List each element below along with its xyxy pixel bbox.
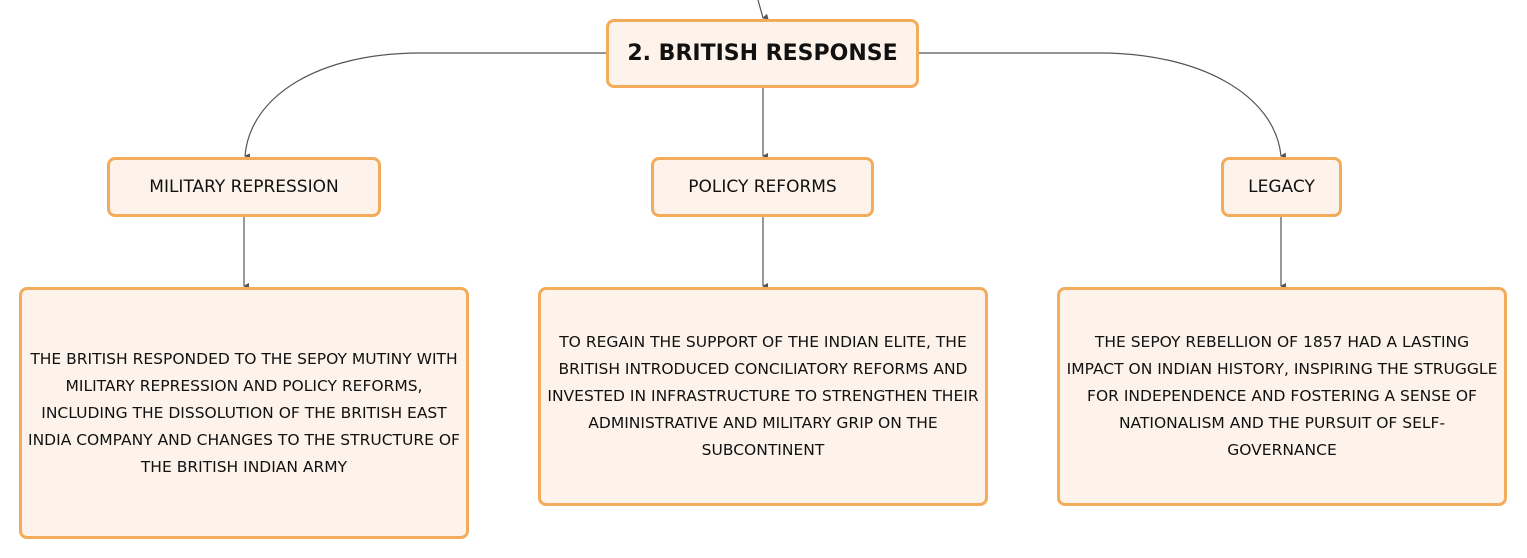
detail-policy-reforms-text: TO REGAIN THE SUPPORT OF THE INDIAN ELIT… (547, 333, 979, 459)
root-node-label: 2. BRITISH RESPONSE (627, 41, 898, 66)
detail-legacy[interactable]: THE SEPOY REBELLION OF 1857 HAD A LASTIN… (1057, 287, 1507, 506)
connector-from-parent (757, 0, 769, 20)
node-military-repression[interactable]: MILITARY REPRESSION (107, 157, 381, 217)
detail-legacy-text: THE SEPOY REBELLION OF 1857 HAD A LASTIN… (1066, 333, 1498, 459)
connector-root-to-military-repression (244, 52, 606, 160)
detail-military-repression-text: THE BRITISH RESPONDED TO THE SEPOY MUTIN… (28, 349, 460, 476)
detail-military-repression[interactable]: THE BRITISH RESPONDED TO THE SEPOY MUTIN… (19, 287, 469, 539)
node-legacy-label: LEGACY (1248, 177, 1315, 197)
root-node[interactable]: 2. BRITISH RESPONSE (606, 19, 919, 88)
node-legacy[interactable]: LEGACY (1221, 157, 1342, 217)
node-military-repression-label: MILITARY REPRESSION (149, 177, 339, 197)
node-policy-reforms[interactable]: POLICY REFORMS (651, 157, 874, 217)
detail-policy-reforms[interactable]: TO REGAIN THE SUPPORT OF THE INDIAN ELIT… (538, 287, 988, 506)
node-policy-reforms-label: POLICY REFORMS (688, 177, 837, 197)
connector-root-to-legacy (919, 52, 1287, 159)
